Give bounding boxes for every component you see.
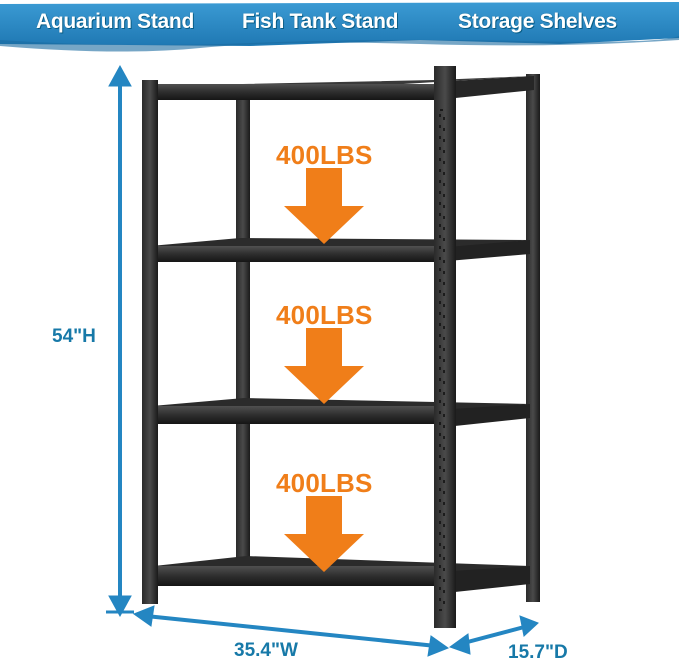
back-post-left [236, 94, 250, 564]
load-arrow-1 [284, 168, 364, 244]
load-arrow-3 [284, 496, 364, 572]
shelf-level-4 [154, 556, 530, 594]
width-label: 35.4"W [234, 640, 298, 661]
depth-dimension-arrow [448, 615, 539, 655]
shelf-level-2 [150, 238, 530, 262]
banner-stripe [0, 2, 679, 46]
load-label-top: 400LBS [276, 140, 373, 170]
height-dimension-arrow [106, 64, 134, 618]
height-label: 54"H [52, 326, 96, 347]
shelf-unit [142, 66, 540, 628]
load-label-bottom: 400LBS [276, 468, 373, 498]
shelf-level-3 [152, 398, 530, 428]
banner-brush-edge [0, 36, 679, 52]
banner-label-storage-shelves: Storage Shelves [458, 10, 617, 33]
front-post-left [142, 80, 158, 604]
back-post-right [526, 74, 540, 602]
banner-label-fish-tank-stand: Fish Tank Stand [242, 10, 399, 33]
front-post-right [434, 66, 456, 628]
depth-label: 15.7"D [508, 642, 568, 663]
load-arrow-2 [284, 328, 364, 404]
load-label-middle: 400LBS [276, 300, 373, 330]
width-dimension-arrow [132, 605, 450, 657]
shelf-level-1 [146, 76, 534, 100]
banner-label-aquarium-stand: Aquarium Stand [36, 10, 194, 33]
